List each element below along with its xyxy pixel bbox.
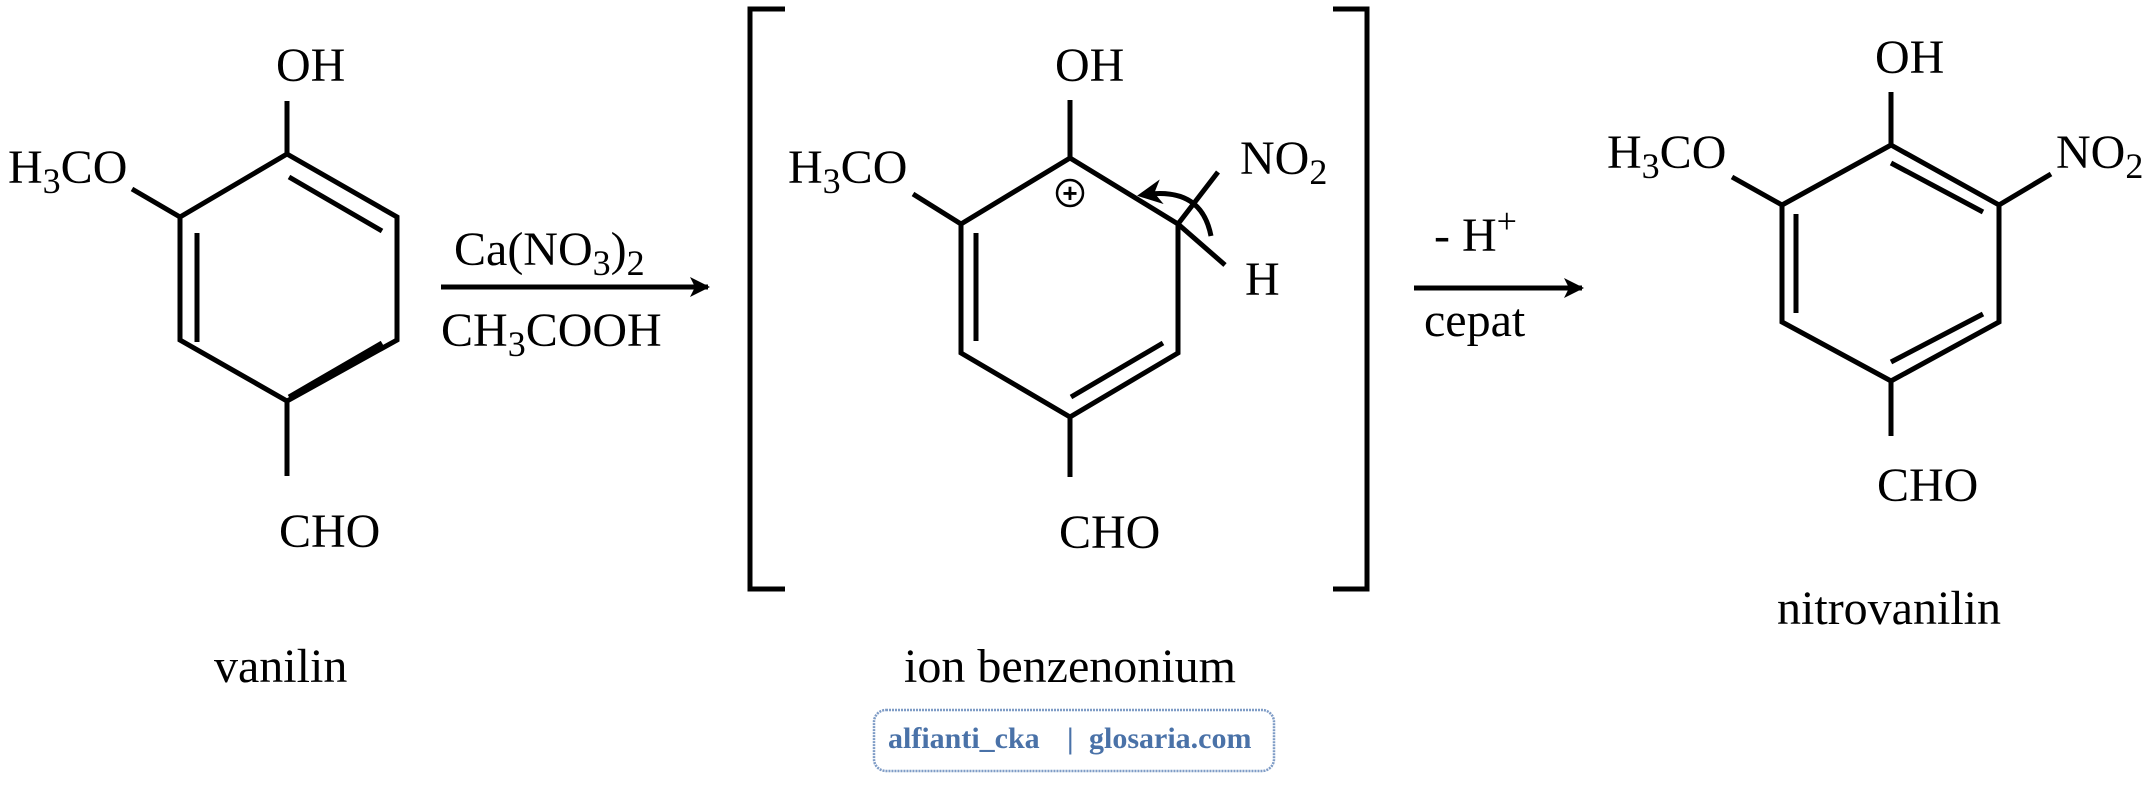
reaction-step-1: Ca(NO3)2 CH3COOH: [441, 223, 710, 364]
watermark-box: [872, 708, 1276, 773]
nitro-label: NO2: [2056, 126, 2143, 186]
nitro-bond: [1997, 171, 2053, 208]
nitro-label: NO2: [1240, 132, 1327, 192]
benzene-ring: [1779, 142, 2002, 384]
oh-label: OH: [1055, 39, 1124, 92]
watermark: alfianti_cka | glosaria.com: [872, 708, 1276, 773]
cho-label: CHO: [1059, 506, 1160, 559]
h-bond: [1176, 222, 1227, 267]
charge-sign: +: [1062, 178, 1077, 208]
watermark-author: alfianti_cka: [888, 722, 1040, 755]
double-bond-inner: [1889, 311, 1985, 365]
watermark-site: glosaria.com: [1089, 722, 1251, 755]
vanilin-structure: OH H3CO CHO vanilin: [8, 39, 400, 693]
methoxy-bond: [1730, 174, 1784, 208]
methoxy-bond: [130, 186, 182, 220]
benzene-ring: [177, 151, 400, 404]
curved-electron-arrow: [1137, 179, 1214, 237]
reaction-step-2: - H+ cepat: [1414, 201, 1584, 347]
oh-label: OH: [276, 39, 345, 92]
reagent-calcium-nitrate: Ca(NO3)2: [454, 223, 645, 283]
oh-label: OH: [1875, 31, 1944, 84]
double-bond-inner: [287, 174, 384, 234]
reagent-acetic-acid: CH3COOH: [441, 304, 662, 364]
left-bracket: [747, 6, 785, 592]
watermark-separator: |: [1067, 722, 1074, 755]
cho-label: CHO: [279, 505, 380, 558]
nitro-bond: [1176, 170, 1220, 226]
double-bond-inner: [1889, 160, 1985, 215]
methoxy-label: H3CO: [788, 141, 907, 201]
benzenonium-structure: + OH H3CO NO2 H CHO ion benzenonium: [747, 6, 1370, 693]
compound-name-vanilin: vanilin: [214, 640, 347, 693]
double-bond-inner: [287, 340, 384, 400]
nitrovanilin-structure: OH H3CO NO2 CHO nitrovanilin: [1607, 31, 2143, 635]
cho-label: CHO: [1877, 459, 1978, 512]
proton-loss-label: - H+: [1434, 201, 1517, 262]
positive-charge-icon: [1055, 178, 1085, 208]
compound-name-nitrovanilin: nitrovanilin: [1777, 582, 2001, 635]
methoxy-bond: [911, 191, 963, 227]
right-bracket: [1333, 6, 1370, 592]
hydrogen-label: H: [1245, 253, 1280, 306]
double-bond-inner: [1069, 340, 1165, 400]
rate-label: cepat: [1424, 294, 1526, 347]
methoxy-label: H3CO: [8, 141, 127, 201]
methoxy-label: H3CO: [1607, 126, 1726, 186]
compound-name-benzenonium: ion benzenonium: [904, 640, 1236, 693]
